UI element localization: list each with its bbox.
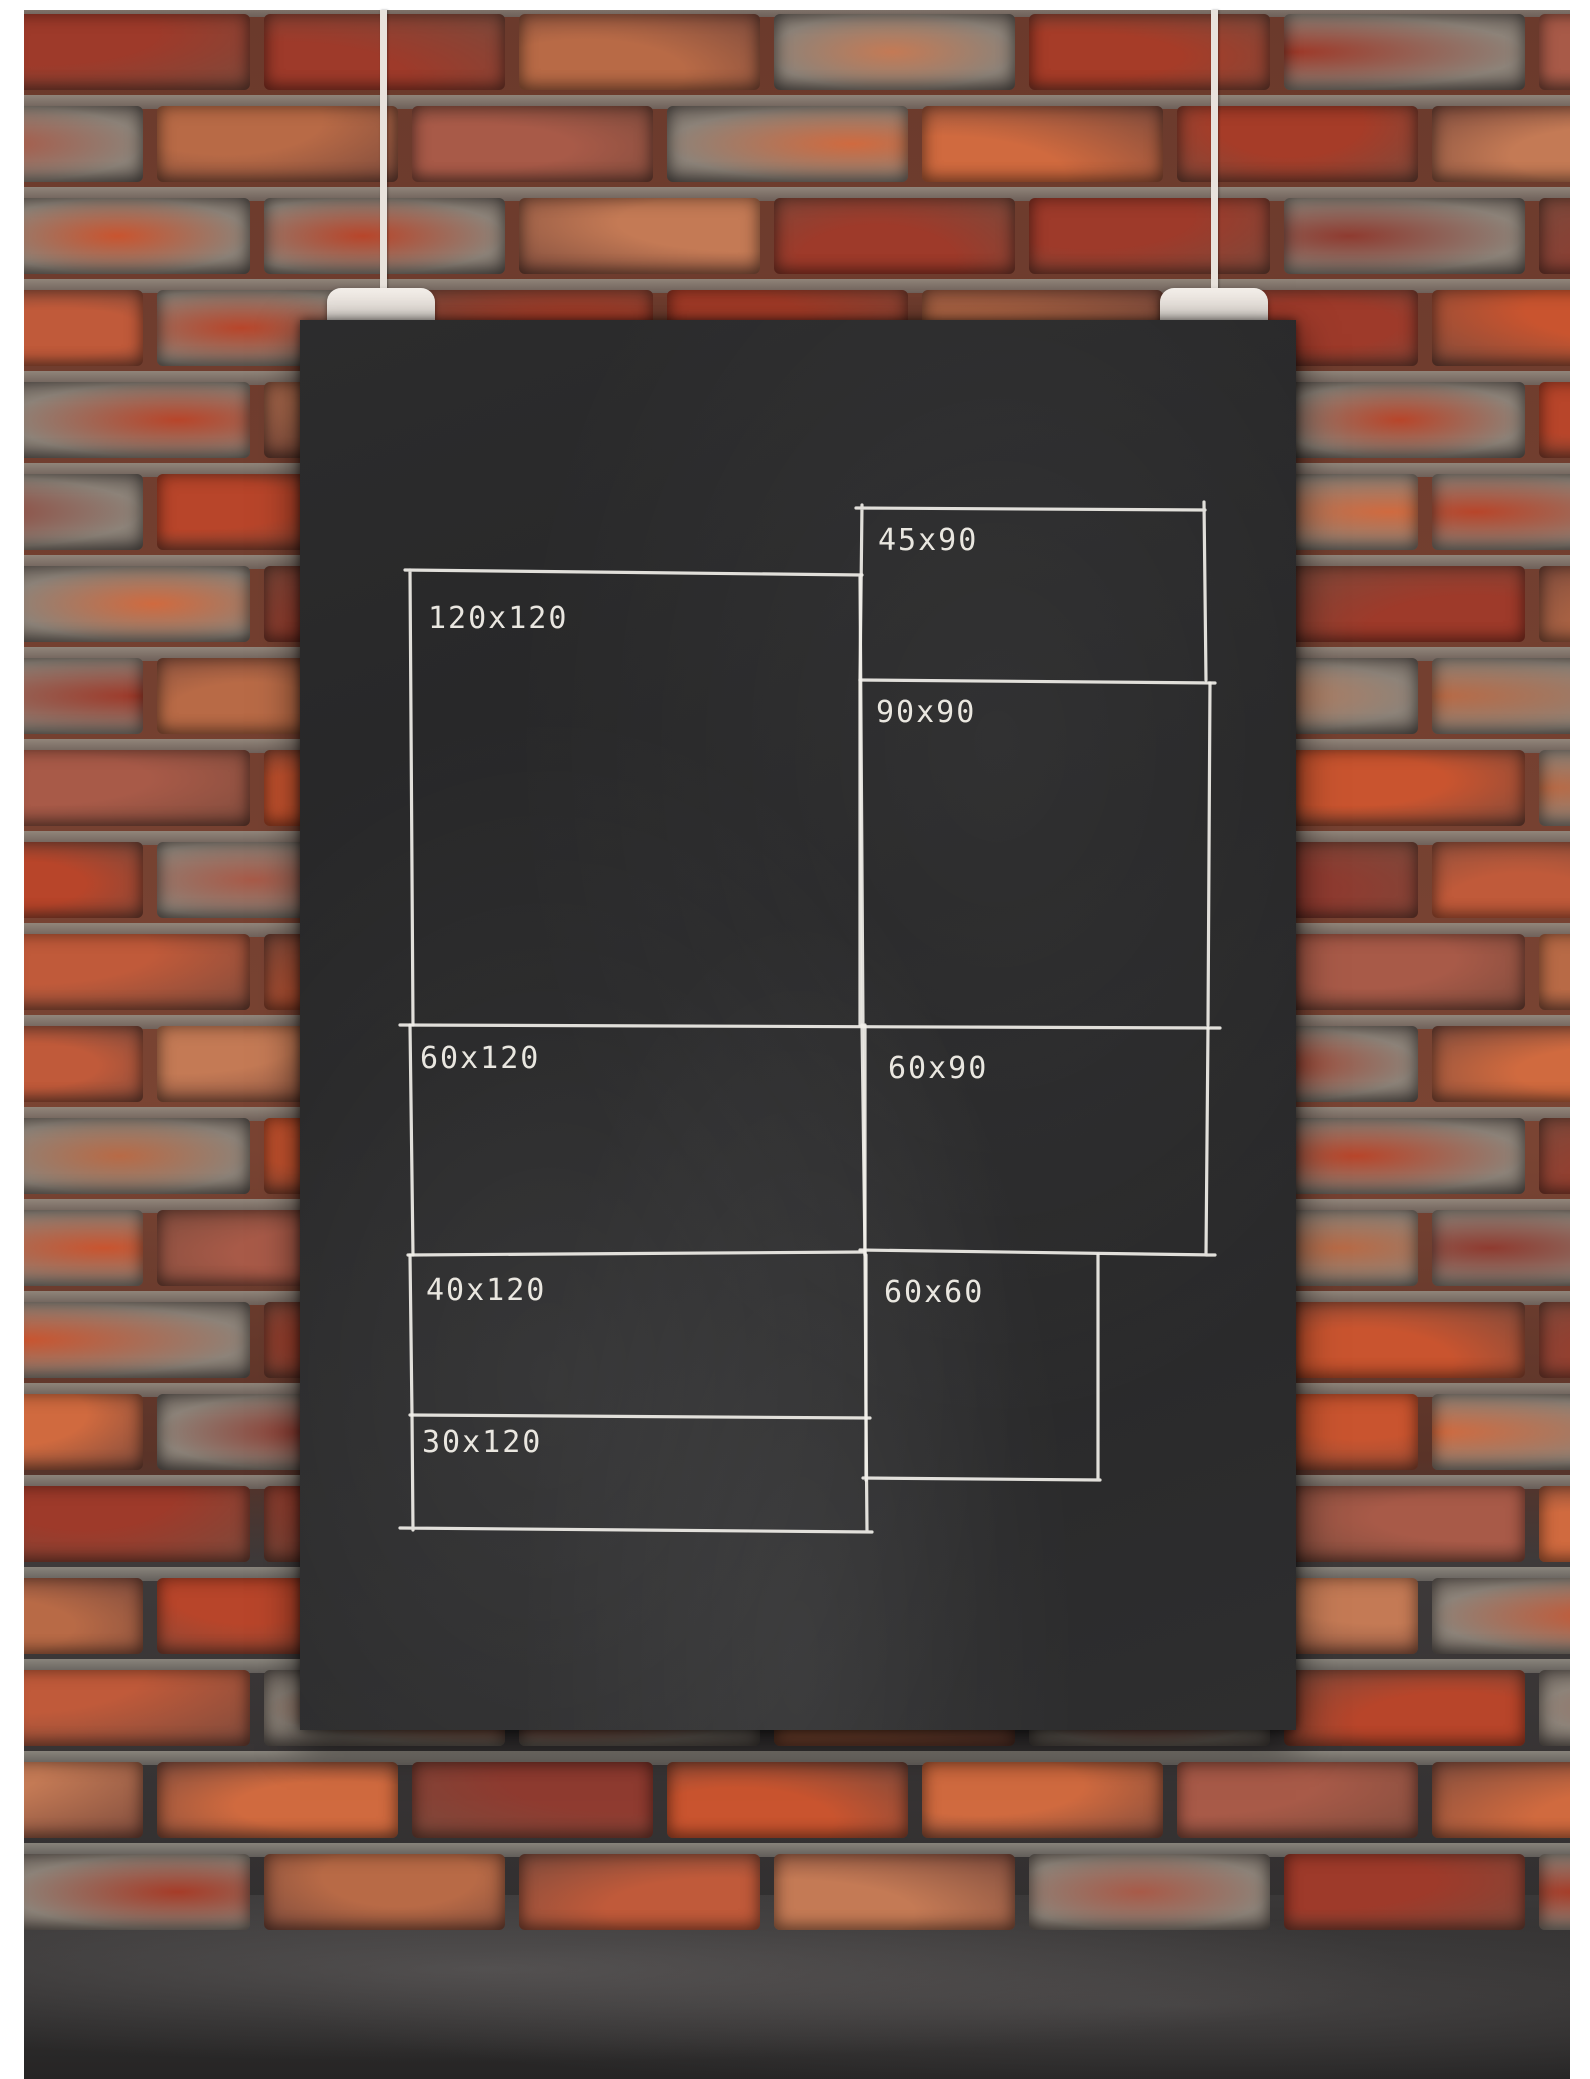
label-30x120: 30x120 (422, 1425, 542, 1460)
brick (1432, 290, 1571, 366)
brick (1284, 1670, 1525, 1746)
brick (1539, 934, 1570, 1010)
brick (1284, 934, 1525, 1010)
brick (774, 14, 1015, 90)
label-40x120: 40x120 (426, 1273, 546, 1308)
brick (519, 198, 760, 274)
brick (412, 1762, 653, 1838)
brick (1539, 1302, 1570, 1378)
right-hanging-wire (1211, 10, 1218, 300)
brick (24, 1578, 143, 1654)
divider-line-left-mid (408, 1252, 865, 1255)
brick (1432, 1762, 1571, 1838)
frame-outline-120x120 (405, 570, 863, 1025)
brick (667, 106, 908, 182)
chalkboard-poster: 45x90 120x120 90x90 60x120 60x90 40x120 … (300, 320, 1296, 1730)
brick (1284, 1118, 1525, 1194)
brick (24, 1762, 143, 1838)
brick (24, 842, 143, 918)
brick (1029, 198, 1270, 274)
brick (24, 1118, 250, 1194)
brick (1539, 566, 1570, 642)
brick (1432, 1026, 1571, 1102)
divider-line-90x90 (860, 680, 1215, 683)
brick (1432, 658, 1571, 734)
brick (667, 1762, 908, 1838)
brick (24, 1302, 250, 1378)
brick (24, 1394, 143, 1470)
label-90x90: 90x90 (876, 695, 976, 730)
brick (1432, 1394, 1571, 1470)
label-60x60: 60x60 (884, 1275, 984, 1310)
brick (1539, 1854, 1570, 1930)
brick (24, 566, 250, 642)
divider-line-30x120 (410, 1415, 870, 1418)
brick (24, 934, 250, 1010)
brick (24, 750, 250, 826)
brick (1539, 1670, 1570, 1746)
brick (1432, 842, 1571, 918)
brick (24, 1854, 250, 1930)
brick (1539, 14, 1570, 90)
brick (1029, 14, 1270, 90)
brick (1539, 1486, 1570, 1562)
brick (1177, 1762, 1418, 1838)
brick (157, 1762, 398, 1838)
label-60x90: 60x90 (888, 1051, 988, 1086)
brick (157, 106, 398, 182)
chalk-drawing: 45x90 120x120 90x90 60x120 60x90 40x120 … (300, 320, 1296, 1730)
brick (922, 106, 1163, 182)
brick (264, 1854, 505, 1930)
brick (1539, 382, 1570, 458)
brick (1284, 14, 1525, 90)
brick (519, 1854, 760, 1930)
brick (519, 14, 760, 90)
brick (24, 198, 250, 274)
brick (24, 382, 250, 458)
brick (1284, 1854, 1525, 1930)
brick (1284, 198, 1525, 274)
divider-line-main (400, 1025, 1220, 1028)
brick (1284, 1302, 1525, 1378)
brick (24, 1210, 143, 1286)
brick (774, 198, 1015, 274)
brick (24, 474, 143, 550)
frame-outlines (400, 502, 1220, 1532)
brick (1284, 566, 1525, 642)
brick (24, 658, 143, 734)
brick (24, 1026, 143, 1102)
brick (1284, 382, 1525, 458)
brick (1284, 750, 1525, 826)
brick (774, 1854, 1015, 1930)
brick (1432, 106, 1571, 182)
label-60x120: 60x120 (420, 1041, 540, 1076)
brick (24, 290, 143, 366)
brick (922, 1762, 1163, 1838)
frame-labels: 45x90 120x120 90x90 60x120 60x90 40x120 … (420, 523, 988, 1460)
brick (1284, 1486, 1525, 1562)
brick (1539, 750, 1570, 826)
label-120x120: 120x120 (428, 601, 568, 636)
left-hanging-wire (380, 10, 387, 300)
brick (1539, 198, 1570, 274)
brick (1029, 1854, 1270, 1930)
brick (24, 1486, 250, 1562)
brick (1539, 1118, 1570, 1194)
brick (1432, 1578, 1571, 1654)
brick (24, 1670, 250, 1746)
brick (412, 106, 653, 182)
brick (24, 106, 143, 182)
brick (24, 14, 250, 90)
frame-outline-90x90 (860, 680, 1210, 1025)
brick (1432, 1210, 1571, 1286)
label-45x90: 45x90 (878, 523, 978, 558)
brick (1432, 474, 1571, 550)
